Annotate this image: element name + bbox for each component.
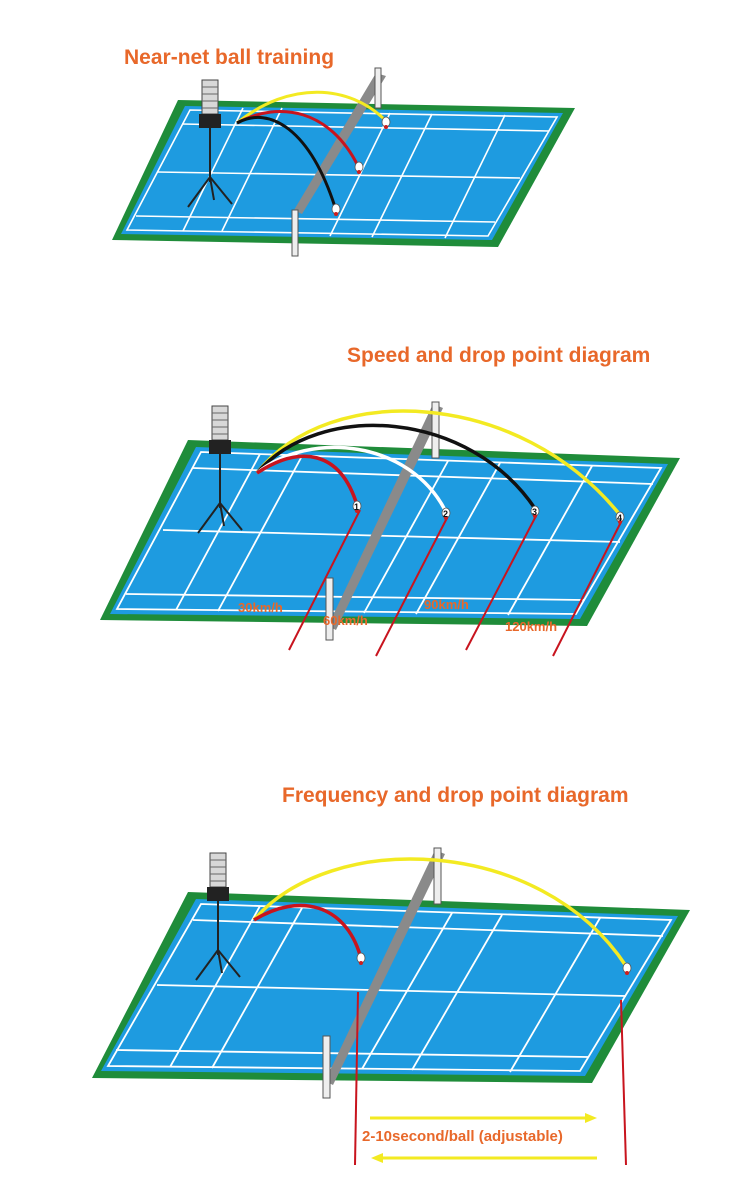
drop-line	[465, 513, 538, 651]
speed-label-2: 60km/h	[323, 613, 368, 628]
drop-marker-4: 4	[617, 513, 622, 523]
drop-line	[375, 515, 449, 657]
net-post	[374, 67, 382, 109]
net	[294, 73, 386, 214]
drop-line	[620, 999, 627, 1166]
court-surface	[110, 447, 668, 619]
trajectory-red	[253, 903, 362, 956]
panel-speed: 1 2 3 4	[100, 401, 680, 657]
title-speed: Speed and drop point diagram	[347, 344, 651, 367]
net-post	[325, 577, 334, 641]
drop-line	[552, 519, 623, 657]
drop-marker-2: 2	[443, 509, 448, 519]
drop-marker-1: 1	[354, 502, 359, 512]
net-post	[322, 1035, 331, 1099]
court-lines	[125, 107, 559, 239]
net	[328, 404, 443, 630]
speed-label-1: 30km/h	[238, 600, 283, 615]
panel-frequency	[92, 847, 690, 1166]
panel-near-net	[112, 67, 575, 257]
net-post	[431, 401, 440, 459]
trajectory-yellow	[255, 409, 622, 517]
trajectory-black	[236, 116, 337, 208]
arrow-right-head	[585, 1113, 597, 1123]
court-surface	[121, 106, 563, 240]
trajectory-black	[255, 423, 538, 511]
net	[325, 850, 445, 1085]
title-frequency: Frequency and drop point diagram	[282, 784, 629, 807]
drop-marker-3: 3	[532, 507, 537, 517]
net-post	[291, 209, 299, 257]
trajectory-yellow	[236, 90, 387, 125]
drop-line	[354, 991, 359, 1166]
speed-label-3: 90km/h	[424, 597, 469, 612]
arrow-left-head	[371, 1153, 383, 1163]
trajectory-yellow	[252, 857, 628, 967]
title-near-net: Near-net ball training	[124, 46, 335, 69]
net-post	[433, 847, 442, 905]
court-lines	[115, 451, 663, 616]
speed-label-4: 120km/h	[505, 619, 558, 634]
court-lines	[106, 903, 673, 1073]
frequency-label: 2-10second/ball (adjustable)	[362, 1128, 563, 1145]
trajectory-red	[256, 454, 359, 506]
drop-line	[288, 509, 361, 651]
trajectory-white	[255, 445, 448, 513]
